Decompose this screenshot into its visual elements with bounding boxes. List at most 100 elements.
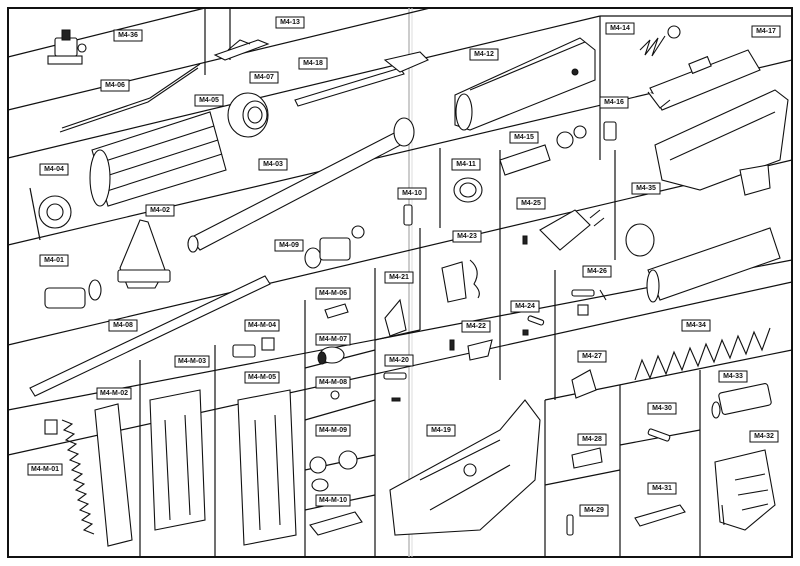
svg-text:M4-35: M4-35 — [636, 185, 656, 192]
label-m4-06: M4-06 — [100, 79, 130, 92]
label-m4-01: M4-01 — [39, 254, 69, 267]
label-m4-m-06: M4-M-06 — [315, 287, 351, 300]
svg-text:M4-26: M4-26 — [587, 268, 607, 275]
pivot-pin-drawing — [383, 372, 407, 402]
flash-hider-drawing — [44, 279, 102, 309]
svg-text:M4-17: M4-17 — [756, 28, 776, 35]
label-m4-25: M4-25 — [516, 197, 546, 210]
takedown-pins-drawing — [522, 315, 545, 336]
label-m4-m-03: M4-M-03 — [174, 355, 210, 368]
label-m4-08: M4-08 — [108, 319, 138, 332]
svg-text:M4-24: M4-24 — [515, 303, 535, 310]
svg-text:M4-M-01: M4-M-01 — [31, 466, 59, 473]
bolt-carrier-drawing — [647, 49, 761, 111]
svg-text:M4-11: M4-11 — [456, 161, 476, 168]
lower-receiver-drawing — [389, 399, 541, 536]
rear-sight-drawing — [47, 29, 87, 65]
label-m4-22: M4-22 — [461, 320, 491, 333]
label-m4-05: M4-05 — [194, 94, 224, 107]
svg-text:M4-33: M4-33 — [723, 373, 743, 380]
rail-handguard-drawing — [89, 111, 227, 207]
hammer-drawing — [441, 259, 480, 303]
bolt-catch-drawing — [384, 298, 407, 337]
barrel-drawing — [187, 117, 415, 253]
label-m4-04: M4-04 — [39, 163, 69, 176]
label-m4-30: M4-30 — [647, 402, 677, 415]
label-m4-31: M4-31 — [647, 482, 677, 495]
mag-plate-drawing — [309, 511, 363, 536]
trigger-guard-drawing — [634, 504, 686, 527]
mag-base-drawing — [232, 337, 275, 358]
svg-text:M4-04: M4-04 — [44, 166, 64, 173]
svg-text:M4-M-09: M4-M-09 — [319, 427, 347, 434]
svg-text:M4-21: M4-21 — [389, 274, 409, 281]
label-m4-09: M4-09 — [274, 239, 304, 252]
svg-text:M4-M-08: M4-M-08 — [319, 379, 347, 386]
label-m4-27: M4-27 — [577, 350, 607, 363]
label-m4-07: M4-07 — [249, 71, 279, 84]
roll-pin-drawing — [647, 428, 671, 442]
label-m4-20: M4-20 — [384, 354, 414, 367]
svg-text:M4-01: M4-01 — [44, 257, 64, 264]
handguard-cap-drawing — [38, 195, 72, 229]
safety-detent-drawing — [571, 447, 603, 469]
label-m4-m-07: M4-M-07 — [315, 333, 351, 346]
mag-spring-long-drawing — [44, 419, 95, 535]
gas-key-pin-drawing — [403, 204, 413, 226]
label-m4-m-08: M4-M-08 — [315, 376, 351, 389]
svg-text:M4-31: M4-31 — [652, 485, 672, 492]
mag-caps-drawing — [309, 450, 358, 492]
svg-text:M4-20: M4-20 — [389, 357, 409, 364]
label-m4-m-01: M4-M-01 — [27, 463, 63, 476]
label-m4-28: M4-28 — [577, 433, 607, 446]
barrel-nut-drawing — [227, 92, 269, 138]
label-m4-26: M4-26 — [582, 265, 612, 278]
mag-screw-drawing — [330, 390, 340, 400]
label-m4-13: M4-13 — [275, 16, 305, 29]
svg-text:M4-08: M4-08 — [113, 322, 133, 329]
label-m4-19: M4-19 — [426, 424, 456, 437]
svg-text:M4-29: M4-29 — [584, 507, 604, 514]
svg-text:M4-05: M4-05 — [199, 97, 219, 104]
upper-receiver-drawing — [454, 37, 596, 131]
label-m4-03: M4-03 — [258, 158, 288, 171]
svg-text:M4-M-04: M4-M-04 — [248, 322, 276, 329]
svg-text:M4-09: M4-09 — [279, 242, 299, 249]
charging-handle-drawing — [294, 51, 429, 107]
mag-body-b-drawing — [237, 389, 297, 546]
spring-pin-drawing — [566, 514, 574, 536]
svg-text:M4-10: M4-10 — [402, 190, 422, 197]
buffer-spring-drawing — [634, 327, 771, 381]
selector-parts-drawing — [571, 289, 607, 316]
svg-text:M4-02: M4-02 — [150, 207, 170, 214]
svg-text:M4-23: M4-23 — [457, 233, 477, 240]
delta-ring-drawing — [453, 177, 483, 203]
svg-text:M4-M-03: M4-M-03 — [178, 358, 206, 365]
label-m4-29: M4-29 — [579, 504, 609, 517]
svg-text:M4-M-10: M4-M-10 — [319, 497, 347, 504]
receiver-extension-drawing — [625, 223, 781, 303]
label-m4-14: M4-14 — [605, 22, 635, 35]
svg-text:M4-25: M4-25 — [521, 200, 541, 207]
gas-tube-drawing — [59, 63, 201, 133]
label-m4-02: M4-02 — [145, 204, 175, 217]
selector-switch-drawing — [571, 369, 597, 399]
front-sight-drawing — [117, 219, 171, 289]
label-m4-m-10: M4-M-10 — [315, 494, 351, 507]
label-m4-24: M4-24 — [510, 300, 540, 313]
label-m4-34: M4-34 — [681, 319, 711, 332]
svg-text:M4-16: M4-16 — [604, 99, 624, 106]
svg-text:M4-M-06: M4-M-06 — [319, 290, 347, 297]
label-m4-12: M4-12 — [469, 48, 499, 61]
svg-text:M4-06: M4-06 — [105, 82, 125, 89]
svg-text:M4-22: M4-22 — [466, 323, 486, 330]
svg-text:M4-27: M4-27 — [582, 353, 602, 360]
svg-text:M4-M-02: M4-M-02 — [100, 390, 128, 397]
label-m4-35: M4-35 — [631, 182, 661, 195]
label-m4-23: M4-23 — [452, 230, 482, 243]
label-m4-36: M4-36 — [113, 29, 143, 42]
ejection-port-cover-drawing — [213, 39, 270, 61]
cam-pin-drawing — [603, 121, 617, 141]
label-m4-15: M4-15 — [509, 131, 539, 144]
